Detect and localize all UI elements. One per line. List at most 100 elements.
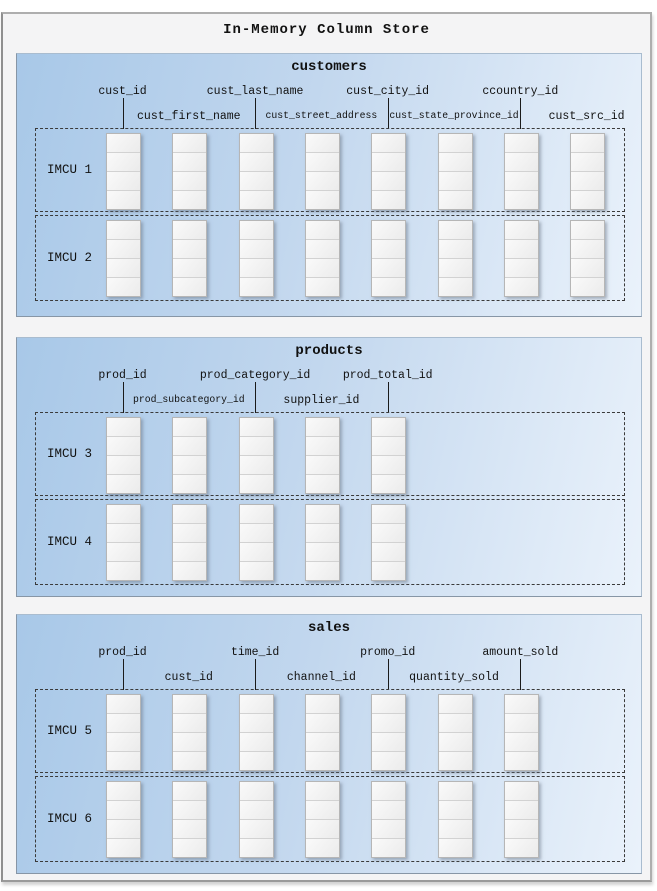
column-cell [173, 782, 207, 801]
column-cell [372, 505, 406, 524]
column-cell [173, 820, 207, 839]
imcu-label: IMCU 3 [47, 447, 93, 461]
column-cell [173, 172, 207, 191]
column-cell [372, 172, 406, 191]
column-store-segment [437, 694, 473, 771]
column-label-channel_id: channel_id [286, 671, 356, 684]
column-cell [504, 278, 538, 296]
column-cell [239, 820, 273, 839]
column-cell [438, 221, 472, 240]
column-cell [438, 782, 472, 801]
column-cell [173, 475, 207, 493]
column-cell [239, 240, 273, 259]
column-cell [372, 562, 406, 580]
column-cell [107, 839, 140, 857]
column-label-prod_total_id: prod_total_id [342, 369, 433, 382]
column-store-segment [570, 133, 606, 210]
column-cell [305, 134, 339, 153]
column-cell [504, 259, 538, 278]
column-store-segment [304, 417, 340, 494]
column-store-segment [304, 781, 340, 858]
column-cell [107, 562, 140, 580]
column-store-segment [106, 133, 141, 210]
column-cell [305, 695, 339, 714]
column-label-prod_id: prod_id [98, 369, 147, 382]
column-cell [239, 752, 273, 770]
column-cell [372, 437, 406, 456]
column-cell [571, 278, 605, 296]
column-cell [173, 752, 207, 770]
column-label-amount_sold: amount_sold [482, 646, 559, 659]
column-cell [305, 820, 339, 839]
column-cell [372, 278, 406, 296]
column-store-segment [106, 694, 141, 771]
column-cell [305, 278, 339, 296]
column-cell [504, 782, 538, 801]
column-store-segment [172, 694, 208, 771]
column-cell [173, 418, 207, 437]
column-cell [107, 259, 140, 278]
column-cell [372, 418, 406, 437]
column-cell [372, 714, 406, 733]
column-store-segment [172, 781, 208, 858]
column-store-segment [238, 417, 274, 494]
column-store-segment [371, 220, 407, 297]
column-cell [173, 278, 207, 296]
column-cell [372, 782, 406, 801]
column-store-segment [238, 781, 274, 858]
column-cell [107, 418, 140, 437]
label-leader-line [387, 382, 389, 413]
column-label-prod_subcategory_id: prod_subcategory_id [132, 394, 245, 405]
column-cell [107, 191, 140, 209]
column-label-cust_first_name: cust_first_name [137, 110, 241, 123]
column-cell [504, 733, 538, 752]
column-store-segment [238, 504, 274, 581]
imcu-region: IMCU 6 [35, 776, 625, 862]
column-cell [438, 839, 472, 857]
column-cell [305, 752, 339, 770]
imcu-label: IMCU 5 [47, 724, 93, 738]
column-cell [173, 524, 207, 543]
column-store-segment [304, 504, 340, 581]
column-cell [305, 524, 339, 543]
column-cell [107, 153, 140, 172]
column-cell [239, 278, 273, 296]
column-store-segment [106, 417, 141, 494]
label-leader-line [122, 382, 124, 413]
column-cell [107, 437, 140, 456]
column-cell [107, 240, 140, 259]
column-cell [438, 278, 472, 296]
column-cell [107, 456, 140, 475]
column-cell [305, 240, 339, 259]
column-label-cust_src_id: cust_src_id [548, 110, 625, 123]
column-cell [173, 259, 207, 278]
column-cell [239, 782, 273, 801]
column-cell [107, 172, 140, 191]
column-cell [239, 134, 273, 153]
column-cell [504, 172, 538, 191]
imcu-region: IMCU 5 [35, 689, 625, 773]
column-cell [372, 475, 406, 493]
column-cell [372, 456, 406, 475]
column-store-segment [238, 220, 274, 297]
column-store-segment [172, 133, 208, 210]
column-cell [504, 839, 538, 857]
column-cell [239, 505, 273, 524]
imcu-region: IMCU 3 [35, 412, 625, 496]
column-cell [239, 418, 273, 437]
column-cell [438, 820, 472, 839]
column-cell [107, 278, 140, 296]
column-store-segment [106, 781, 141, 858]
column-store-segment [437, 220, 473, 297]
column-cell [438, 172, 472, 191]
column-cell [571, 172, 605, 191]
diagram-title: In-Memory Column Store [223, 22, 430, 38]
column-cell [372, 752, 406, 770]
column-label-cust_id: cust_id [98, 85, 147, 98]
column-cell [504, 134, 538, 153]
column-cell [438, 733, 472, 752]
column-cell [305, 191, 339, 209]
label-leader-line [255, 98, 257, 129]
column-cell [504, 820, 538, 839]
column-cell [438, 134, 472, 153]
